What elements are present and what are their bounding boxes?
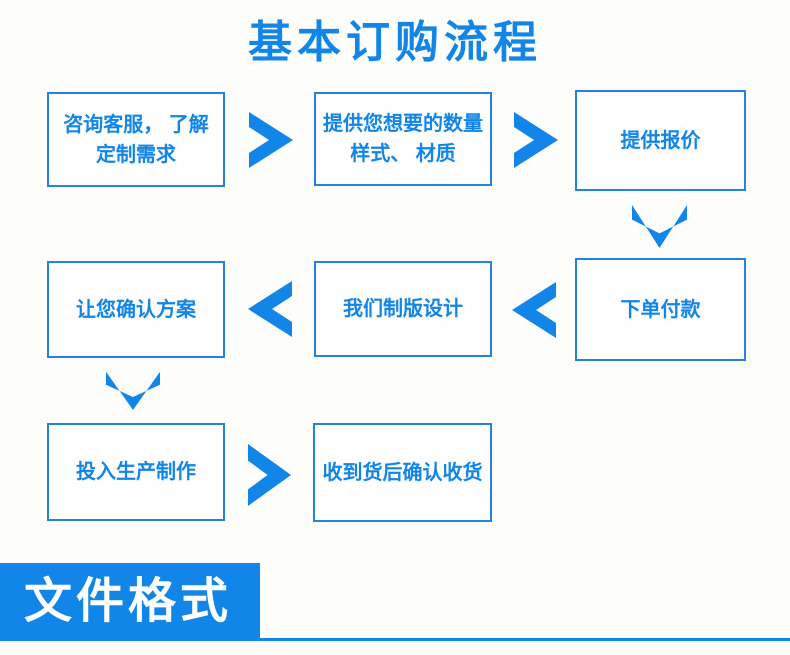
chevron-down-icon — [632, 203, 687, 248]
flow-step-label: 样式、 材质 — [350, 143, 456, 165]
chevron-left-icon — [512, 282, 558, 338]
section-header-label: 文件格式 — [24, 575, 233, 628]
chevron-down-icon — [106, 370, 160, 410]
chevron-right-icon — [246, 444, 291, 506]
flow-step-start-production: 投入生产制作 — [47, 423, 225, 521]
flow-step-label: 提供报价 — [620, 129, 701, 152]
flow-step-label: 咨询客服， 了解 — [63, 113, 209, 136]
flow-step-label: 我们制版设计 — [343, 298, 463, 320]
flow-step-label: 下单付款 — [620, 298, 701, 321]
flow-step-label: 投入生产制作 — [76, 461, 196, 483]
flow-step-order-and-pay: 下单付款 — [575, 258, 746, 361]
flow-step-confirm-receipt: 收到货后确认收货 — [313, 423, 492, 522]
flow-step-consult-service: 咨询客服， 了解 定制需求 — [47, 92, 225, 187]
chevron-right-icon — [512, 112, 558, 168]
flow-step-label: 定制需求 — [96, 143, 176, 166]
section-divider-line — [0, 638, 790, 641]
flow-step-label: 让您确认方案 — [76, 298, 196, 321]
flow-step-provide-specs: 提供您想要的数量 样式、 材质 — [314, 92, 492, 186]
flow-step-provide-quote: 提供报价 — [575, 90, 746, 191]
chevron-right-icon — [247, 112, 293, 168]
chevron-left-icon — [248, 281, 294, 337]
flow-step-confirm-plan: 让您确认方案 — [47, 261, 225, 358]
section-header-bar: 文件格式 — [0, 563, 260, 641]
flow-step-label: 提供您想要的数量 — [323, 113, 483, 135]
flow-step-plate-design: 我们制版设计 — [314, 261, 492, 357]
page-title: 基本订购流程 — [248, 18, 542, 67]
flow-step-label: 收到货后确认收货 — [322, 461, 483, 484]
